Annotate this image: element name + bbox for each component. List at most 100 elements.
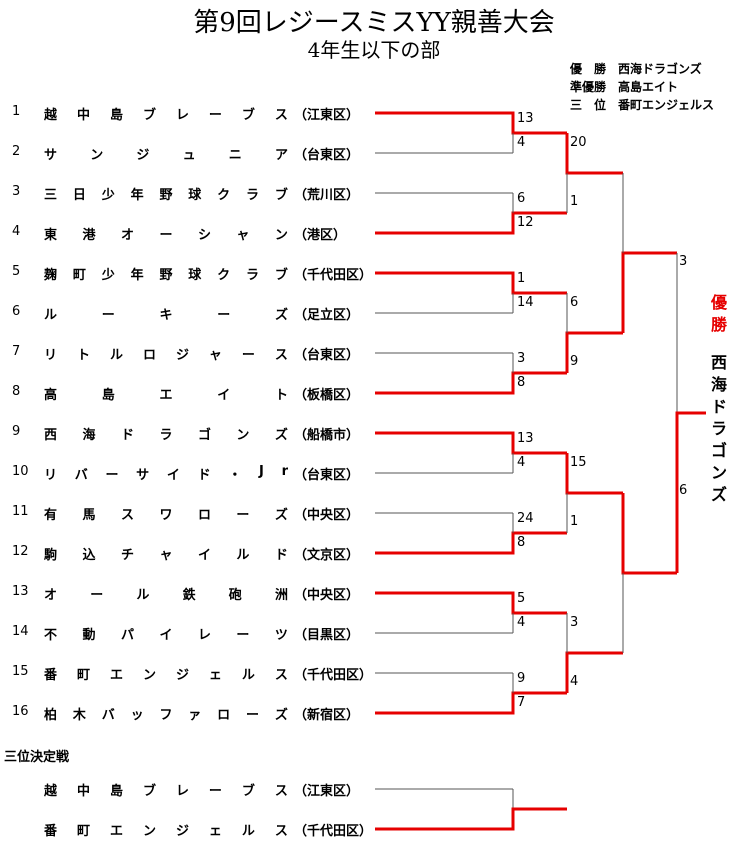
- bracket-line-winner: [375, 271, 567, 295]
- third-team-area: （江東区）: [294, 784, 360, 799]
- score-label: 3: [570, 615, 579, 630]
- score-label: 14: [517, 295, 534, 310]
- score-label: 13: [517, 431, 534, 446]
- score-label: 5: [517, 591, 526, 606]
- team-area: （江東区）: [294, 108, 360, 123]
- team-seed: 5: [12, 264, 21, 279]
- team-seed: 14: [12, 624, 29, 639]
- score-label: 4: [517, 135, 526, 150]
- team-name: リトルロジャース: [44, 348, 288, 363]
- bracket-line-winner: [375, 591, 567, 615]
- score-label: 7: [517, 695, 526, 710]
- team-area: （目黒区）: [294, 628, 360, 643]
- third-place-heading: 三位決定戦: [4, 750, 70, 765]
- score-label: 4: [570, 674, 579, 689]
- result-third: 三 位 番町エンジェルス: [570, 96, 714, 113]
- team-seed: 4: [12, 224, 21, 239]
- score-label: 9: [517, 671, 526, 686]
- bracket-line-winner: [375, 431, 567, 455]
- team-name: 有馬スワローズ: [44, 508, 288, 523]
- bracket-line-winner: [375, 807, 567, 831]
- result-rank: 三 位: [570, 98, 607, 112]
- team-name: 麹町少年野球クラブ: [44, 268, 288, 283]
- team-seed: 12: [12, 544, 29, 559]
- team-area: （台東区）: [294, 348, 360, 363]
- score-label: 6: [517, 191, 526, 206]
- team-area: （千代田区）: [294, 268, 373, 283]
- team-seed: 1: [12, 104, 21, 119]
- third-team-area: （千代田区）: [294, 824, 373, 839]
- third-team-name: 越中島ブレーブス: [44, 784, 288, 799]
- score-label: 20: [570, 135, 587, 150]
- champion-label: 優勝: [711, 293, 728, 334]
- team-seed: 6: [12, 304, 21, 319]
- team-name: 高島エイト: [44, 388, 288, 403]
- team-name: サンジュニア: [44, 148, 288, 163]
- result-rank: 準優勝: [570, 80, 607, 94]
- bracket-line-winner: [375, 691, 567, 715]
- team-area: （台東区）: [294, 148, 360, 163]
- team-seed: 3: [12, 184, 21, 199]
- score-label: 9: [570, 354, 579, 369]
- bracket-line-winner: [621, 493, 677, 575]
- page-title: 第9回レジースミスYY親善大会: [193, 8, 555, 38]
- team-area: （文京区）: [294, 548, 360, 563]
- result-team: 高島エイト: [618, 80, 679, 94]
- team-area: （中央区）: [294, 508, 360, 523]
- score-label: 8: [517, 375, 526, 390]
- result-team: 西海ドラゴンズ: [618, 62, 702, 76]
- third-team-name: 番町エンジェルス: [44, 824, 288, 839]
- score-label: 13: [517, 111, 534, 126]
- score-label: 4: [517, 455, 526, 470]
- score-label: 3: [679, 254, 688, 269]
- score-label: 1: [517, 271, 526, 286]
- team-area: （新宿区）: [294, 708, 360, 723]
- score-label: 6: [570, 295, 579, 310]
- team-name: オール鉄砲洲: [44, 588, 288, 603]
- score-label: 6: [679, 483, 688, 498]
- bracket-line-winner: [375, 531, 567, 555]
- team-name: 駒込チャイルド: [44, 548, 288, 563]
- bracket-line-winner: [375, 111, 567, 135]
- team-area: （千代田区）: [294, 668, 373, 683]
- score-label: 1: [570, 194, 579, 209]
- team-name: 不動パイレーツ: [44, 628, 288, 643]
- team-seed: 16: [12, 704, 29, 719]
- champion-name: 西海ドラゴンズ: [711, 353, 728, 504]
- result-champion: 優 勝 西海ドラゴンズ: [570, 60, 702, 77]
- team-area: （足立区）: [294, 308, 360, 323]
- team-area: （板橋区）: [294, 388, 360, 403]
- team-name: 西海ドラゴンズ: [44, 428, 288, 443]
- team-name: ルーキーズ: [44, 308, 288, 323]
- result-runner-up: 準優勝 高島エイト: [570, 78, 678, 95]
- team-seed: 8: [12, 384, 21, 399]
- score-label: 8: [517, 535, 526, 550]
- team-name: 番町エンジェルス: [44, 668, 288, 683]
- bracket-line-winner: [621, 251, 677, 333]
- result-team: 番町エンジェルス: [618, 98, 715, 112]
- team-seed: 7: [12, 344, 21, 359]
- score-label: 24: [517, 511, 534, 526]
- bracket-line-winner: [375, 371, 567, 395]
- team-seed: 9: [12, 424, 21, 439]
- team-name: 三日少年野球クラブ: [44, 188, 288, 203]
- team-name: 越中島ブレーブス: [44, 108, 288, 123]
- result-rank: 優 勝: [570, 62, 607, 76]
- team-seed: 15: [12, 664, 29, 679]
- bracket-line-winner: [675, 411, 706, 573]
- bracket-line-winner: [375, 211, 567, 235]
- team-area: （荒川区）: [294, 188, 360, 203]
- team-seed: 11: [12, 504, 29, 519]
- score-label: 3: [517, 351, 526, 366]
- team-area: （港区）: [294, 228, 347, 243]
- score-label: 1: [570, 514, 579, 529]
- page-subtitle: 4年生以下の部: [307, 38, 441, 62]
- team-name: 東港オーシャン: [44, 228, 288, 243]
- team-seed: 2: [12, 144, 21, 159]
- team-seed: 10: [12, 464, 29, 479]
- score-label: 15: [570, 455, 587, 470]
- score-label: 12: [517, 215, 534, 230]
- team-name: 柏木バッファローズ: [44, 708, 288, 723]
